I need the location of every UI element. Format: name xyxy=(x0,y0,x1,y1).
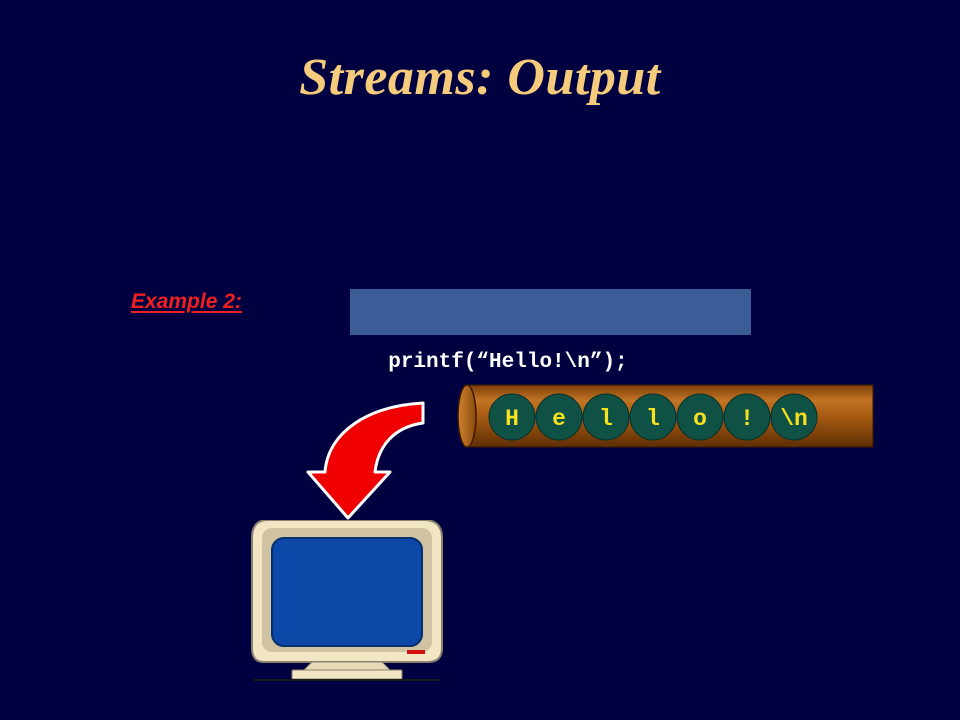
stream-ball xyxy=(770,393,818,441)
stream-ball xyxy=(629,393,677,441)
stream-ball xyxy=(582,393,630,441)
stream-char-label: ! xyxy=(740,406,754,432)
stream-char-label: l xyxy=(599,406,613,432)
stream-char-label: o xyxy=(693,406,707,432)
stream-char-label: e xyxy=(552,406,566,432)
stream-char-label: H xyxy=(505,406,519,432)
stream-ball xyxy=(723,393,771,441)
example-label: Example 2: xyxy=(131,290,242,313)
curved-arrow-icon xyxy=(306,401,425,520)
stream-char-label: \n xyxy=(780,406,808,432)
stream-ball xyxy=(488,393,536,441)
stream-ball xyxy=(676,393,724,441)
code-snippet: printf(“Hello!\n”); xyxy=(350,289,751,374)
slide-title: Streams: Output xyxy=(299,49,661,106)
computer-monitor-icon xyxy=(251,520,443,681)
stream-ball xyxy=(535,393,583,441)
code-text: printf(“Hello!\n”); xyxy=(388,351,628,374)
stream-char-label: l xyxy=(646,406,660,432)
